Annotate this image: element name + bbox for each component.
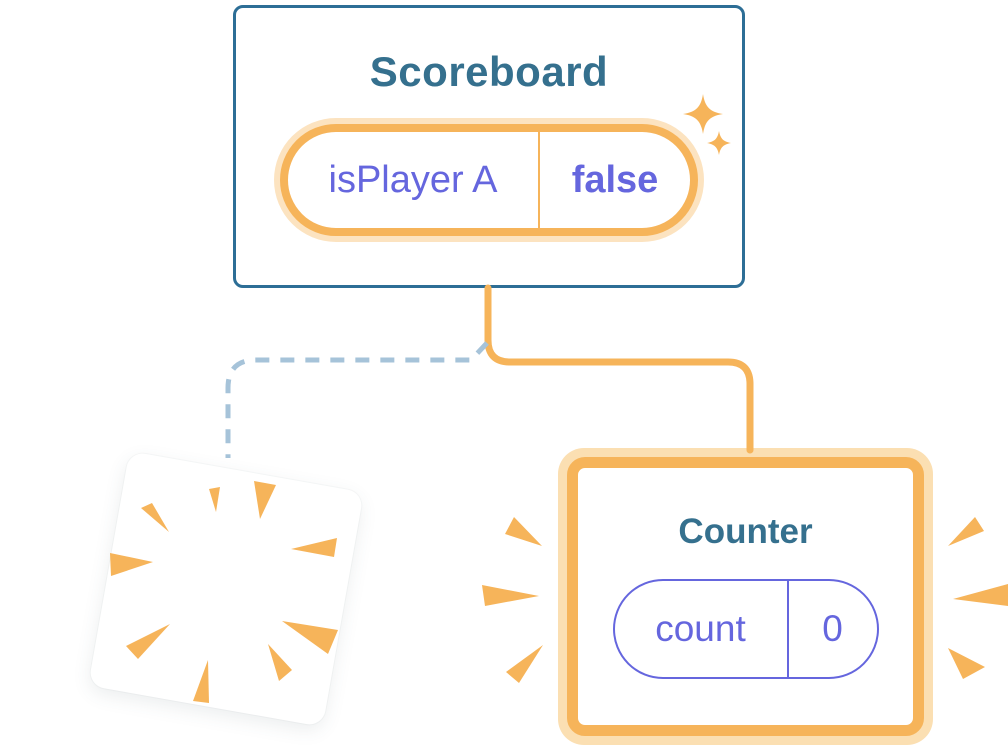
burst-rays-left xyxy=(482,517,543,683)
scoreboard-state-pill: isPlayer A false xyxy=(280,124,698,237)
state-key-label: count xyxy=(615,581,789,677)
scoreboard-card: Scoreboard isPlayer A false xyxy=(233,5,745,288)
counter-state-pill: count 0 xyxy=(612,579,879,679)
state-key-label: isPlayer A xyxy=(288,132,540,229)
counter-card-inner: Counter count 0 xyxy=(567,457,924,736)
state-value-label: 0 xyxy=(822,608,843,649)
counter-title: Counter xyxy=(678,512,813,551)
state-value-label: false xyxy=(571,158,659,201)
connector-edge-dashed xyxy=(225,341,489,458)
scoreboard-title: Scoreboard xyxy=(369,48,609,95)
poof-card xyxy=(88,451,364,727)
burst-rays-right xyxy=(948,517,1008,679)
connector-edge-solid xyxy=(484,284,754,454)
counter-card: Counter count 0 xyxy=(558,448,933,745)
